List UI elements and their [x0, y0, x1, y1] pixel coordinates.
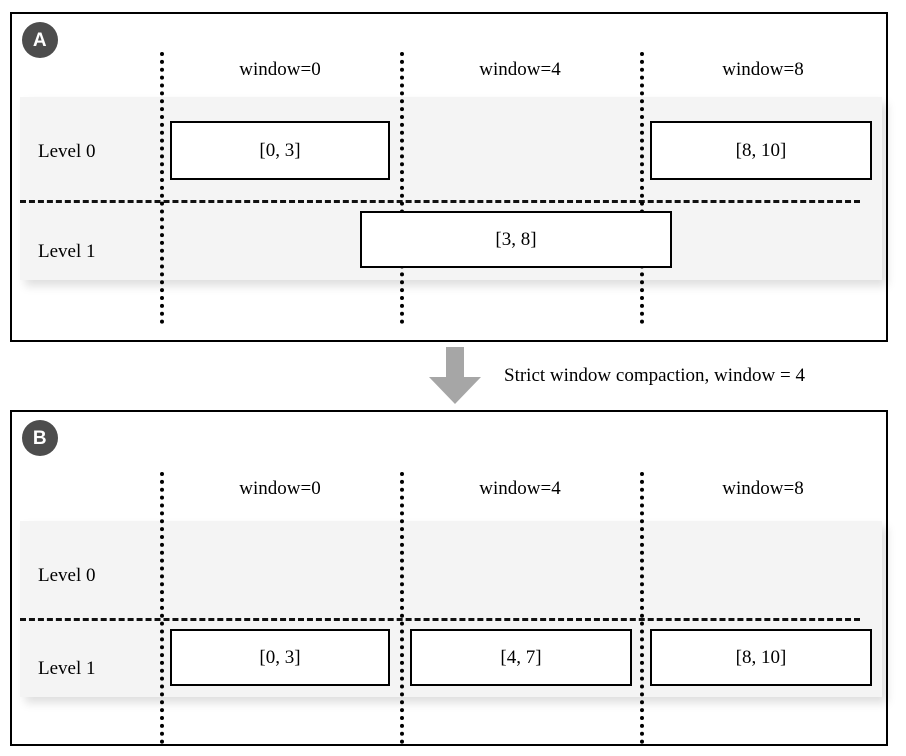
panel-a-window-label-2: window=8 [722, 59, 804, 80]
panel-a-interval-box[interactable]: [0, 3] [170, 121, 390, 180]
panel-a-window-label-0: window=0 [239, 59, 321, 80]
panel-a-level-label-0: Level 0 [38, 141, 96, 162]
panel-a-window-boundary-2 [640, 52, 644, 324]
panel-a-window-boundary-0 [160, 52, 164, 324]
panel-b-window-label-1: window=4 [479, 478, 561, 499]
panel-a-badge: A [22, 22, 58, 58]
panel-b-window-boundary-2 [640, 472, 644, 744]
panel-a-level-divider [20, 200, 860, 203]
compaction-caption: Strict window compaction, window = 4 [504, 365, 805, 386]
panel-a-level-label-1: Level 1 [38, 241, 96, 262]
panel-b-interval-box[interactable]: [4, 7] [410, 629, 632, 686]
transition-group: Strict window compaction, window = 4 [0, 344, 906, 408]
panel-a-window-boundary-1 [400, 52, 404, 324]
panel-b-badge: B [22, 420, 58, 456]
panel-b-interval-box[interactable]: [0, 3] [170, 629, 390, 686]
panel-b-level-divider [20, 618, 860, 621]
panel-b-level-label-0: Level 0 [38, 565, 96, 586]
down-arrow-icon [429, 347, 481, 404]
panel-a-window-label-1: window=4 [479, 59, 561, 80]
panel-b-level-label-1: Level 1 [38, 658, 96, 679]
panel-b-interval-box[interactable]: [8, 10] [650, 629, 872, 686]
panel-b-window-boundary-1 [400, 472, 404, 744]
panel-b-window-label-0: window=0 [239, 478, 321, 499]
panel-a-interval-box[interactable]: [3, 8] [360, 211, 672, 268]
panel-b-window-label-2: window=8 [722, 478, 804, 499]
panel-a-interval-box[interactable]: [8, 10] [650, 121, 872, 180]
panel-b-window-boundary-0 [160, 472, 164, 744]
